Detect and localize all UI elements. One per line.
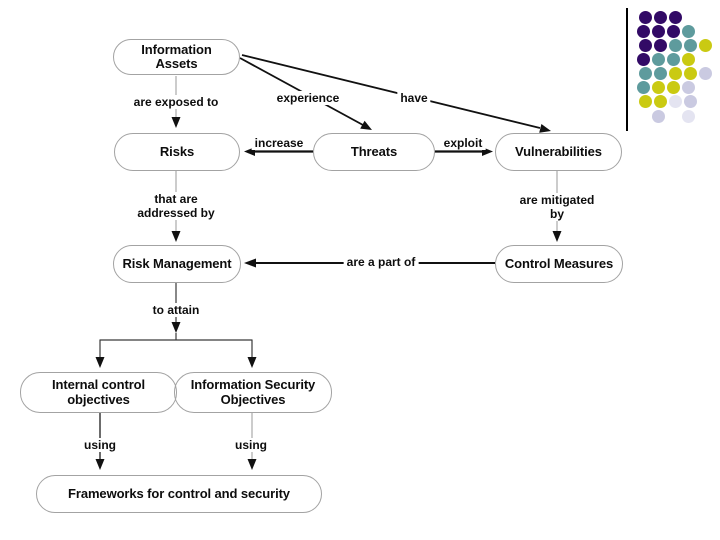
edge-label-experience: experience xyxy=(273,91,343,105)
decorative-dot xyxy=(638,38,652,52)
decorative-dot xyxy=(668,38,682,52)
decorative-dot xyxy=(651,81,665,95)
node-threats: Threats xyxy=(313,133,435,171)
decorative-dot xyxy=(638,10,652,24)
decorative-dot xyxy=(668,67,682,81)
decorative-dot xyxy=(668,10,682,24)
edge-label-to-attain: to attain xyxy=(149,303,203,317)
decorative-dot xyxy=(636,81,650,95)
edge-label-using-right: using xyxy=(232,438,270,452)
decorative-dot xyxy=(636,52,650,66)
decorative-dot xyxy=(698,38,712,52)
edge-to-attain xyxy=(95,283,257,368)
decorative-dot xyxy=(666,52,680,66)
edge-label-that-are-addressed-by: that are addressed by xyxy=(134,192,218,220)
decorative-dot xyxy=(638,67,652,81)
decoration-vertical-rule xyxy=(626,8,628,131)
decorative-dot xyxy=(698,67,712,81)
edge-label-are-exposed-to: are exposed to xyxy=(130,95,222,109)
decorative-dot xyxy=(668,95,682,109)
node-control-measures: Control Measures xyxy=(495,245,623,283)
decorative-dot xyxy=(683,67,697,81)
decorative-dot xyxy=(681,24,695,38)
edge-label-increase: increase xyxy=(251,136,307,150)
decorative-dot xyxy=(653,10,667,24)
decorative-dot xyxy=(681,109,695,123)
edge-label-are-a-part-of: are a part of xyxy=(343,255,419,269)
decorative-dot xyxy=(636,24,650,38)
decorative-dot xyxy=(683,95,697,109)
decorative-dot xyxy=(653,67,667,81)
decorative-dot xyxy=(638,95,652,109)
decorative-dot xyxy=(681,52,695,66)
decorative-dot xyxy=(651,52,665,66)
edge-label-using-left: using xyxy=(81,438,119,452)
decorative-dot xyxy=(666,81,680,95)
edge-label-are-mitigated-by: are mitigated by xyxy=(516,193,598,221)
decorative-dot xyxy=(683,38,697,52)
node-frameworks: Frameworks for control and security xyxy=(36,475,322,513)
decorative-dot xyxy=(651,24,665,38)
node-internal-control-objectives: Internal control objectives xyxy=(20,372,177,413)
edge-have xyxy=(241,54,551,133)
edge-label-have: have xyxy=(397,91,431,105)
node-risk-management: Risk Management xyxy=(113,245,241,283)
decorative-dot xyxy=(651,109,665,123)
node-vulnerabilities: Vulnerabilities xyxy=(495,133,622,171)
node-risks: Risks xyxy=(114,133,240,171)
decorative-dot xyxy=(666,24,680,38)
edge-label-exploit: exploit xyxy=(440,136,486,150)
node-information-security-objectives: Information Security Objectives xyxy=(174,372,332,413)
decorative-dot xyxy=(653,95,667,109)
node-information-assets: Information Assets xyxy=(113,39,240,75)
decorative-dot xyxy=(681,81,695,95)
decorative-dot xyxy=(653,38,667,52)
